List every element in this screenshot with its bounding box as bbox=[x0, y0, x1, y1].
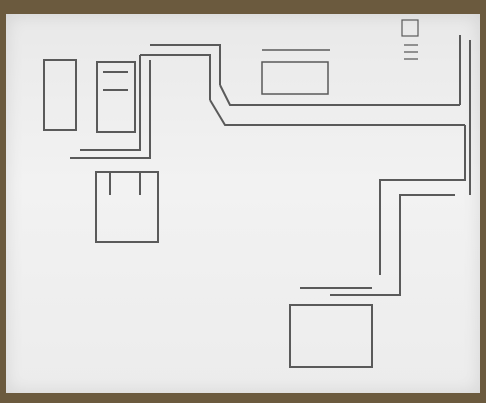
top-corridor-outer bbox=[150, 44, 221, 85]
top-right-square bbox=[401, 19, 419, 37]
left-lower-box bbox=[95, 171, 159, 243]
corridor-down-inner bbox=[70, 60, 151, 159]
left-lower-room bbox=[95, 171, 159, 243]
upper-room-box bbox=[261, 61, 329, 95]
top-corridor-inner bbox=[140, 54, 211, 100]
middle-room bbox=[96, 61, 136, 133]
top-right-marks bbox=[401, 19, 419, 60]
upper-left-rooms bbox=[43, 44, 221, 159]
corridor-upper-wall bbox=[219, 84, 460, 106]
bottom-room bbox=[289, 287, 373, 368]
left-room bbox=[43, 59, 77, 131]
middle-room-lines bbox=[103, 71, 128, 91]
top-right-scribbles bbox=[404, 44, 418, 60]
corridor-down bbox=[80, 55, 141, 151]
right-corridor-inner bbox=[330, 194, 455, 296]
main-corridor bbox=[209, 35, 471, 296]
corridor-lower-wall bbox=[209, 99, 465, 126]
right-corridor-outer bbox=[379, 125, 466, 275]
left-lower-door bbox=[109, 172, 141, 195]
bottom-room-box bbox=[289, 304, 373, 368]
upper-right-room bbox=[261, 49, 330, 95]
